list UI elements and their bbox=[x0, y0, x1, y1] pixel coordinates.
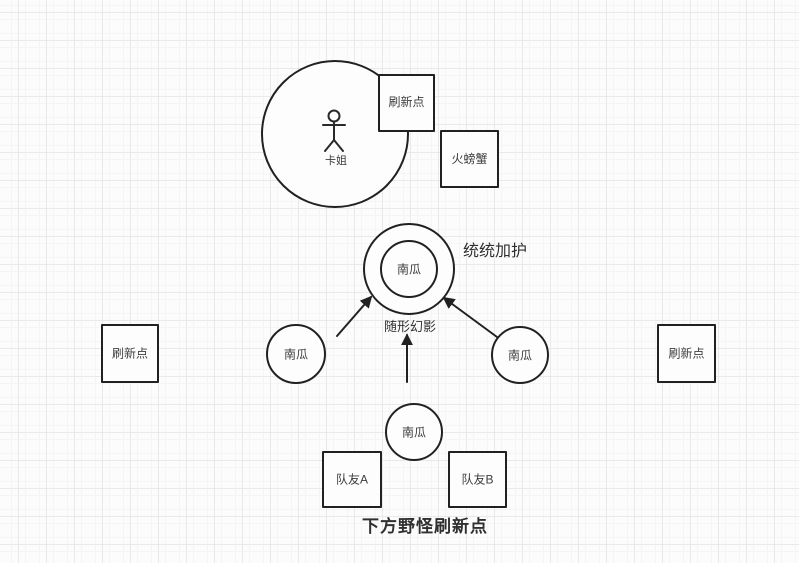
node-core-pumpkin[interactable]: 南瓜 bbox=[363, 223, 455, 315]
node-boss-area[interactable]: 卡姐 bbox=[261, 60, 409, 208]
annotation-buff[interactable]: 统统加护 bbox=[463, 242, 527, 260]
pumpkin-left-circle[interactable] bbox=[266, 324, 326, 384]
spawn-top-box[interactable] bbox=[378, 74, 435, 132]
arrow-right-pumpkin-to-core[interactable] bbox=[442, 296, 498, 338]
person-icon-leg-right bbox=[333, 139, 344, 152]
node-spawn-right-label: 刷新点 bbox=[668, 346, 704, 361]
node-fire-crab[interactable]: 火螃蟹 bbox=[440, 130, 499, 188]
node-pumpkin-right[interactable]: 南瓜 bbox=[491, 326, 549, 384]
node-spawn-top-label: 刷新点 bbox=[388, 94, 424, 109]
pumpkin-bottom-circle[interactable] bbox=[385, 403, 443, 461]
person-icon bbox=[322, 109, 346, 152]
node-teammate-b-label: 队友B bbox=[461, 472, 493, 487]
node-teammate-a-label: 队友A bbox=[336, 472, 368, 487]
node-pumpkin-right-label: 南瓜 bbox=[508, 348, 532, 363]
node-pumpkin-left-label: 南瓜 bbox=[284, 347, 308, 362]
arrow-left-pumpkin-to-core[interactable] bbox=[336, 295, 373, 337]
node-core-pumpkin-label: 南瓜 bbox=[397, 262, 421, 277]
node-pumpkin-bottom-label: 南瓜 bbox=[402, 425, 426, 440]
person-icon-leg-left bbox=[324, 139, 335, 152]
node-pumpkin-bottom[interactable]: 南瓜 bbox=[385, 403, 443, 461]
node-spawn-left-label: 刷新点 bbox=[112, 346, 148, 361]
fire-crab-box[interactable] bbox=[440, 130, 499, 188]
node-fire-crab-label: 火螃蟹 bbox=[451, 151, 487, 166]
node-pumpkin-left[interactable]: 南瓜 bbox=[266, 324, 326, 384]
annotation-bottom-note[interactable]: 下方野怪刷新点 bbox=[362, 516, 488, 536]
core-inner-circle[interactable] bbox=[380, 240, 438, 298]
spawn-right-box[interactable] bbox=[657, 324, 716, 383]
node-spawn-right[interactable]: 刷新点 bbox=[657, 324, 716, 383]
teammate-b-box[interactable] bbox=[448, 451, 507, 508]
teammate-a-box[interactable] bbox=[322, 451, 382, 508]
node-boss-label: 卡姐 bbox=[325, 153, 347, 167]
pumpkin-right-circle[interactable] bbox=[491, 326, 549, 384]
node-spawn-top[interactable]: 刷新点 bbox=[378, 74, 435, 132]
node-teammate-a[interactable]: 队友A bbox=[322, 451, 382, 508]
spawn-left-box[interactable] bbox=[101, 324, 159, 383]
annotation-phantom[interactable]: 随形幻影 bbox=[384, 319, 436, 334]
node-teammate-b[interactable]: 队友B bbox=[448, 451, 507, 508]
node-spawn-left[interactable]: 刷新点 bbox=[101, 324, 159, 383]
